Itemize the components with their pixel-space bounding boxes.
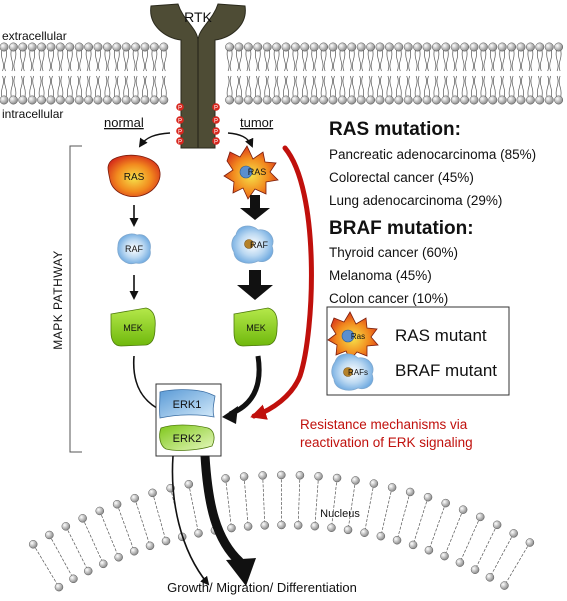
braf-mutation-item: Thyroid cancer (60%) — [329, 245, 458, 260]
outcome-label: Growth/ Migration/ Differentiation — [167, 580, 357, 595]
svg-text:P: P — [178, 106, 182, 112]
braf-mutation-heading: BRAF mutation: — [329, 218, 474, 239]
raf-mutant-tumor: RAF — [231, 225, 274, 264]
ras-mutation-heading: RAS mutation: — [329, 119, 461, 140]
erk-thick-arrow — [200, 455, 244, 566]
svg-text:ERK1: ERK1 — [173, 399, 202, 411]
resistance-line-1: Resistance mechanisms via — [300, 417, 468, 432]
erk-thin-arrow — [171, 455, 210, 586]
raf-normal: RAF — [117, 233, 151, 265]
svg-text:P: P — [178, 130, 182, 136]
svg-text:MEK: MEK — [123, 323, 143, 333]
legend-braf-mutant-icon: RAFs — [331, 353, 374, 391]
extracellular-label: extracellular — [2, 29, 67, 43]
svg-text:RAF: RAF — [125, 244, 144, 254]
erk1: ERK1 — [159, 389, 216, 419]
braf-mutation-item: Melanoma (45%) — [329, 268, 432, 283]
svg-text:RAFs: RAFs — [348, 368, 368, 377]
mek-normal: MEK — [110, 307, 156, 347]
rtk-receptor — [150, 3, 246, 149]
ras-mutation-item: Pancreatic adenocarcinoma (85%) — [329, 147, 536, 162]
rtk-label: RTK — [184, 9, 212, 25]
phosphate-site: P — [176, 103, 184, 112]
svg-text:P: P — [214, 140, 218, 146]
braf-mutation-item: Colon cancer (10%) — [329, 291, 448, 306]
ras-mutation-item: Colorectal cancer (45%) — [329, 170, 474, 185]
svg-text:P: P — [178, 140, 182, 146]
svg-text:P: P — [214, 119, 218, 125]
phosphate-site: P — [212, 116, 220, 125]
erk2: ERK2 — [159, 424, 215, 451]
svg-text:Ras: Ras — [351, 332, 365, 341]
svg-text:RAS: RAS — [248, 167, 267, 177]
svg-text:RAF: RAF — [250, 240, 269, 250]
intracellular-label: intracellular — [2, 107, 63, 121]
mapk-pathway-label: MAPK PATHWAY — [51, 250, 65, 350]
svg-text:ERK2: ERK2 — [173, 433, 202, 445]
nucleus-label: Nucleus — [320, 508, 360, 520]
normal-branch-label: normal — [104, 115, 144, 130]
tumor-branch-arrow — [227, 132, 254, 148]
phosphate-site: P — [176, 137, 184, 146]
mapk-bracket — [69, 145, 82, 453]
tumor-branch-label: tumor — [240, 115, 274, 130]
phosphate-site: P — [176, 127, 184, 136]
phosphate-site: P — [176, 116, 184, 125]
phosphate-site: P — [212, 127, 220, 136]
nuclear-membrane — [28, 470, 535, 592]
phosphate-site: P — [212, 103, 220, 112]
legend-ras-mutant-label: RAS mutant — [395, 326, 487, 345]
ras-mutant-tumor: RAS — [223, 145, 279, 200]
svg-text:P: P — [178, 119, 182, 125]
ras-normal: RAS — [107, 154, 161, 197]
legend-braf-mutant-label: BRAF mutant — [395, 361, 497, 380]
svg-text:P: P — [214, 106, 218, 112]
phosphorylation-sites: P P P P P P P P — [176, 103, 220, 146]
phosphate-site: P — [212, 137, 220, 146]
ras-to-raf-arrow-tumor — [240, 195, 270, 220]
ras-mutation-item: Lung adenocarcinoma (29%) — [329, 193, 502, 208]
legend-ras-mutant-icon: Ras — [327, 311, 379, 361]
mek-to-erk-arrow-tumor — [229, 355, 262, 417]
raf-to-mek-arrow-tumor — [237, 270, 273, 300]
svg-text:MEK: MEK — [246, 323, 266, 333]
plasma-membrane — [0, 42, 564, 105]
svg-text:P: P — [214, 130, 218, 136]
resistance-line-2: reactivation of ERK signaling — [300, 435, 473, 450]
resistance-reactivation-arrow — [250, 145, 314, 420]
normal-branch-arrow — [138, 132, 171, 148]
mek-tumor: MEK — [233, 307, 278, 347]
svg-text:RAS: RAS — [124, 172, 145, 183]
